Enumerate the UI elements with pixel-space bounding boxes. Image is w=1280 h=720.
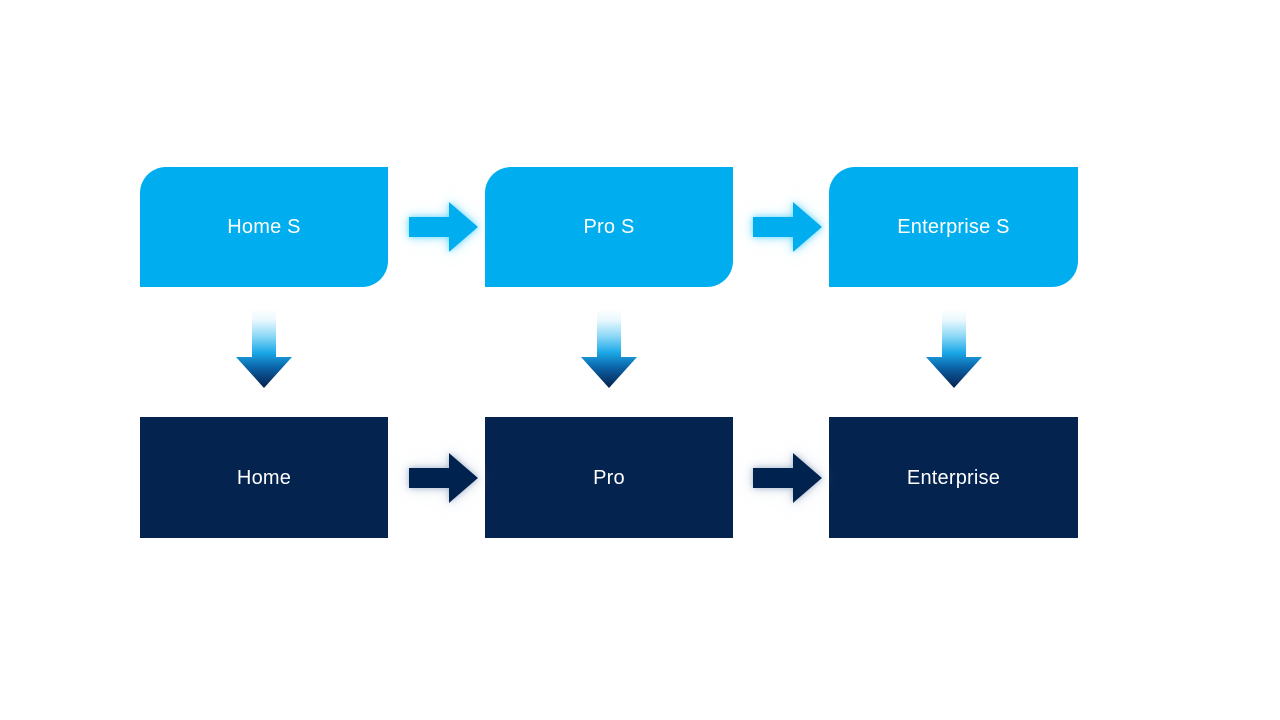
arrow-home-s-to-home[interactable]	[236, 309, 292, 388]
node-enterprise[interactable]: Enterprise	[829, 417, 1078, 538]
node-home[interactable]: Home	[140, 417, 388, 538]
node-pro-label: Pro	[593, 466, 625, 489]
node-pro[interactable]: Pro	[485, 417, 733, 538]
node-home-s[interactable]: Home S	[140, 167, 388, 287]
arrow-enterprise-s-to-enterprise[interactable]	[926, 309, 982, 388]
node-pro-s[interactable]: Pro S	[485, 167, 733, 287]
arrow-pro-s-to-pro[interactable]	[581, 309, 637, 388]
arrow-pro-s-to-enterprise-s[interactable]	[753, 202, 822, 252]
node-pro-s-label: Pro S	[583, 216, 635, 238]
arrow-home-to-pro[interactable]	[409, 453, 478, 503]
node-enterprise-s-label: Enterprise S	[897, 216, 1010, 238]
arrow-pro-to-enterprise[interactable]	[753, 453, 822, 503]
node-enterprise-s[interactable]: Enterprise S	[829, 167, 1078, 287]
node-home-label: Home	[236, 466, 292, 489]
node-enterprise-label: Enterprise	[906, 466, 1001, 489]
arrow-home-s-to-pro-s[interactable]	[409, 202, 478, 252]
node-home-s-label: Home S	[227, 216, 301, 238]
